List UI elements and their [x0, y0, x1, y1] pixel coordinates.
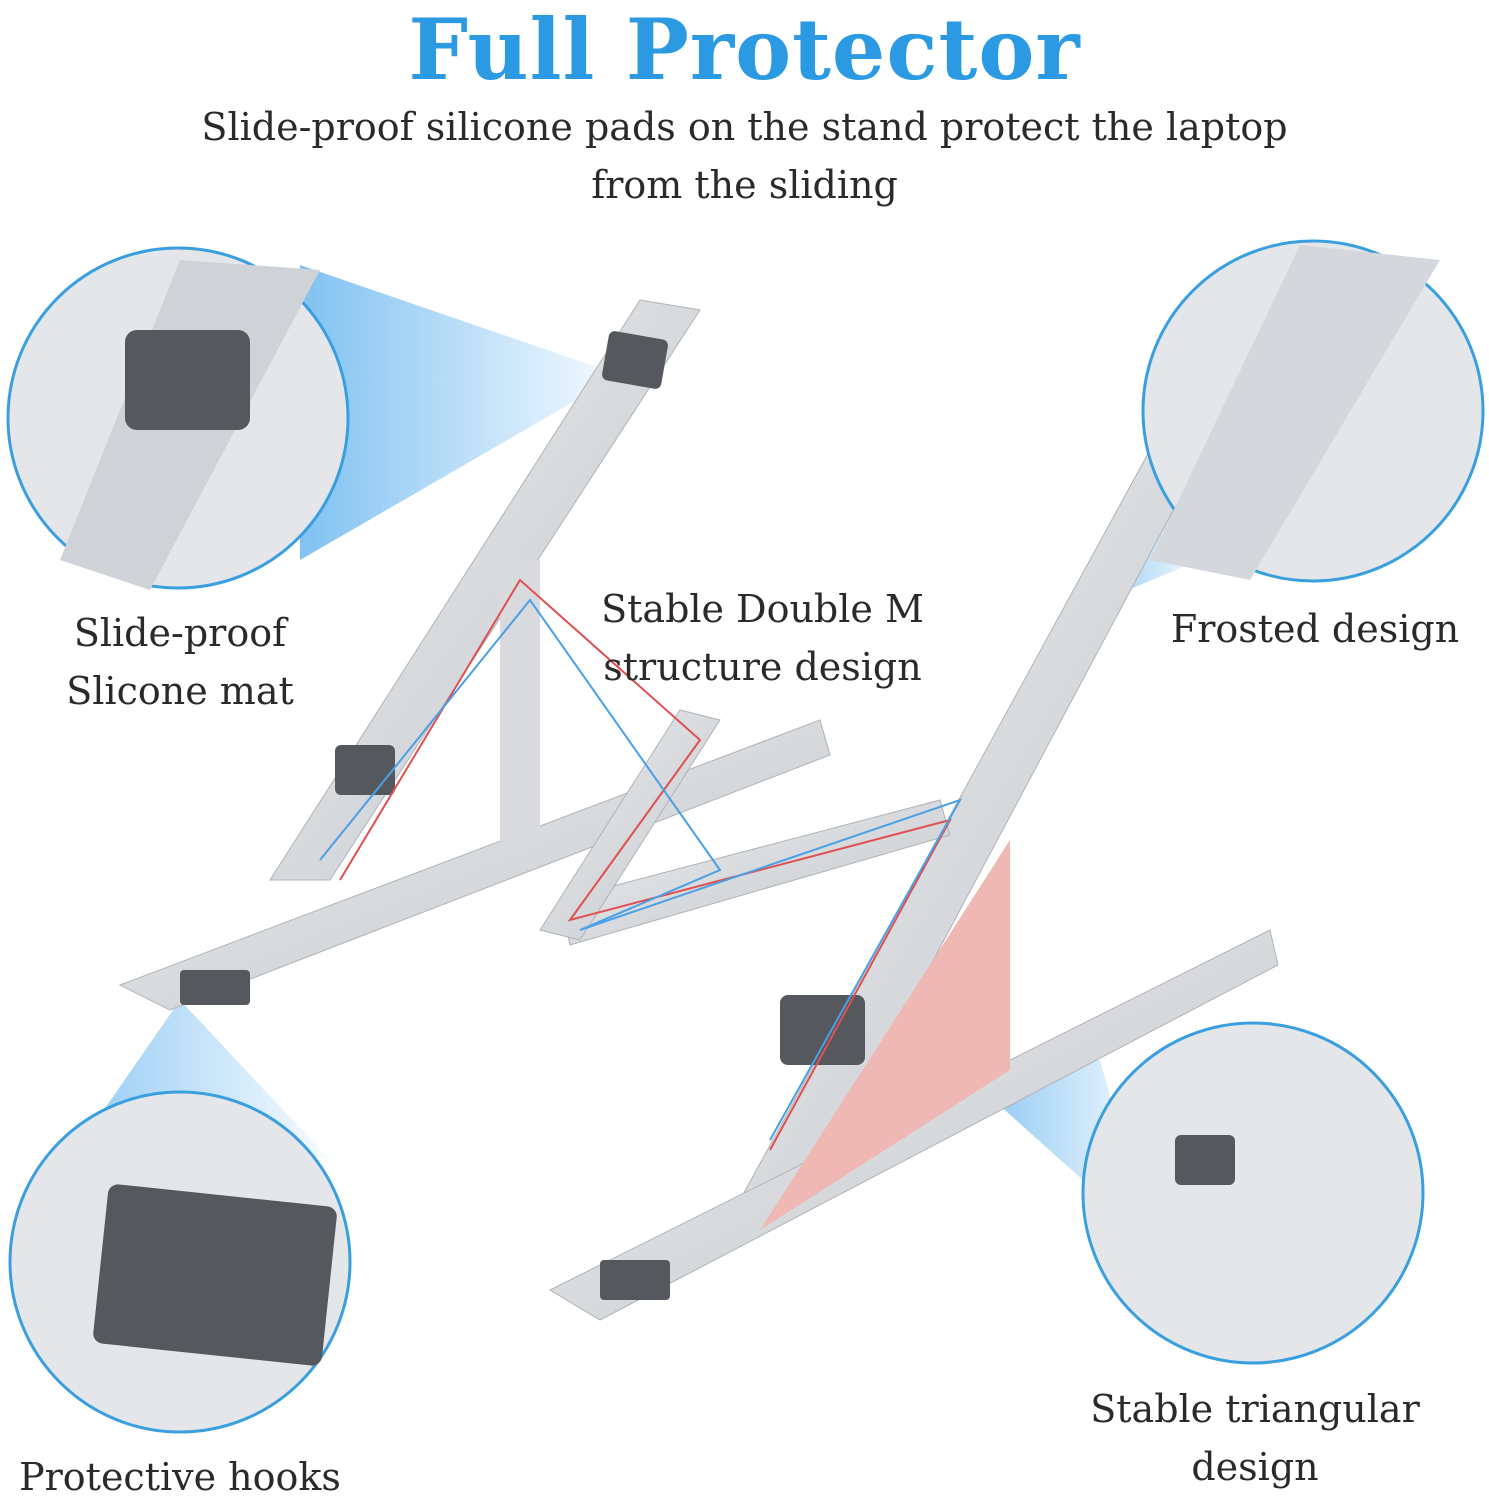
callout-line: Protective hooks — [19, 1455, 341, 1499]
zoom-circle-triangular — [1081, 1021, 1425, 1365]
right-stand — [319, 449, 1279, 1321]
callout-line: structure design — [603, 645, 922, 689]
callout-line: Stable triangular — [1090, 1387, 1420, 1431]
callout-double-m: Stable Double M structure design — [590, 580, 935, 696]
callout-line: Slide-proof — [73, 611, 287, 655]
subtitle-line-2: from the sliding — [591, 163, 898, 207]
callout-triangular: Stable triangular design — [1090, 1380, 1420, 1496]
callout-line: Stable Double M — [601, 587, 924, 631]
callout-line: Frosted design — [1170, 607, 1460, 651]
zoom-circle-slide-proof — [6, 246, 350, 590]
zoom-circle-hooks — [8, 1090, 352, 1434]
callout-slide-proof: Slide-proof Slicone mat — [40, 604, 320, 720]
callout-line: design — [1191, 1445, 1319, 1489]
callout-hooks: Protective hooks — [10, 1448, 350, 1506]
callout-line: Slicone mat — [66, 669, 294, 713]
callout-frosted: Frosted design — [1170, 600, 1460, 658]
page-title: Full Protector — [408, 0, 1081, 99]
subtitle-line-1: Slide-proof silicone pads on the stand p… — [201, 105, 1288, 149]
zoom-circle-frosted — [1141, 239, 1485, 583]
beam-top-left — [300, 265, 620, 560]
